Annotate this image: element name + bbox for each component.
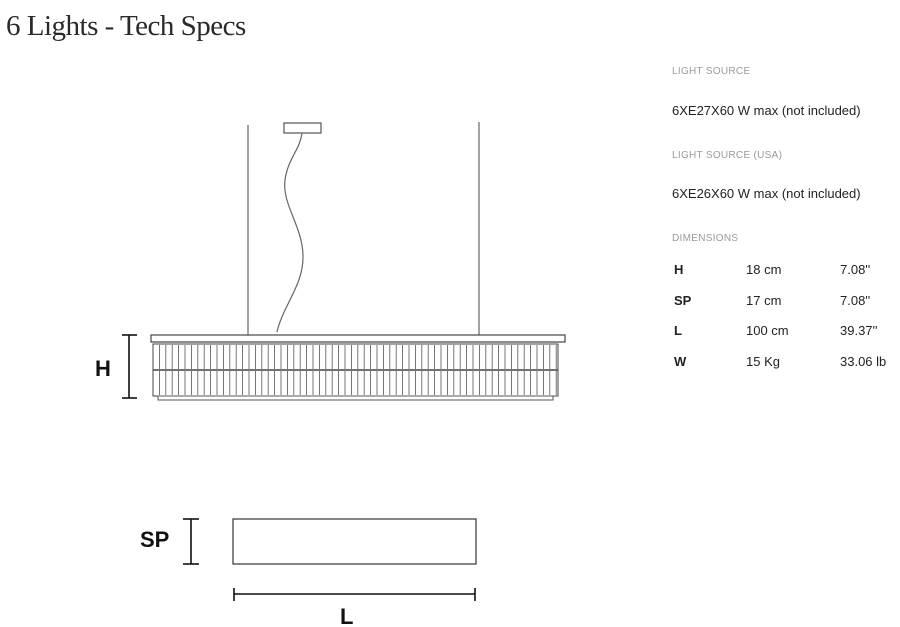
dimension-imperial: 7.08'' [840,292,871,308]
dimension-metric: 18 cm [746,262,782,277]
light-source-usa-value: 6XE26X60 W max (not included) [672,186,861,201]
dimension-imperial: 7.08'' [840,262,871,277]
dimension-metric: 17 cm [746,292,782,308]
light-source-label: LIGHT SOURCE [672,66,751,77]
height-dimension: H [95,334,137,399]
lamp-bottom-rim [157,395,554,401]
light-source-usa-label: LIGHT SOURCE (USA) [672,150,783,161]
dimension-key: L [674,323,682,338]
spacing-dimension: SP [140,518,199,565]
dimension-imperial: 33.06 lb [840,353,887,369]
lamp-top-plate [150,334,566,343]
dimension-row-height: H 18 cm 7.08'' [672,262,892,293]
length-dimension: L [233,588,476,627]
light-source-value: 6XE27X60 W max (not included) [672,103,861,118]
power-cord [276,132,304,333]
spacing-marker-label: SP [140,527,169,552]
glass-tubes [158,345,557,395]
dimension-metric: 100 cm [746,323,789,338]
dimension-key: H [674,262,684,277]
dimension-metric: 15 Kg [746,353,780,369]
dimensions-table: H 18 cm 7.08'' SP 17 cm 7.08'' L 100 cm … [672,262,892,384]
ceiling-canopy [283,122,322,134]
dimension-key: SP [674,292,692,308]
length-marker-label: L [340,604,353,627]
dimension-row-length: L 100 cm 39.37'' [672,323,892,354]
dimension-row-weight: W 15 Kg 33.06 lb [672,354,892,385]
dimensions-label: DIMENSIONS [672,233,739,244]
page-title: 6 Lights - Tech Specs [6,10,246,42]
dimension-row-spacing: SP 17 cm 7.08'' [672,293,892,324]
dimension-key: W [674,353,687,369]
height-marker-label: H [95,356,111,381]
top-view-outline [232,518,477,565]
dimension-imperial: 39.37'' [840,323,878,338]
